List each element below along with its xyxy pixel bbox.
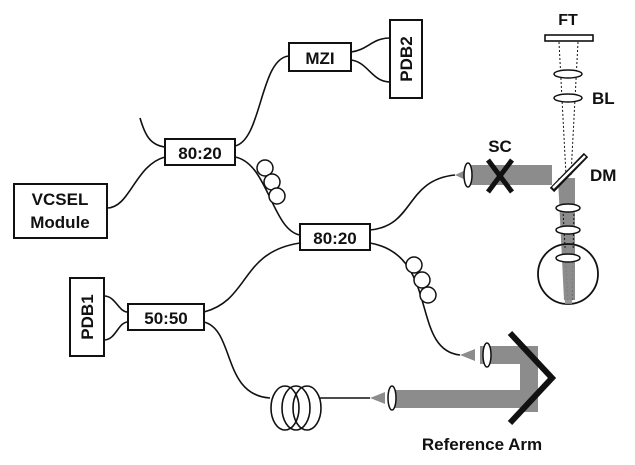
fiber-5050-to-pdb1-a — [103, 295, 129, 313]
coupler-mid-box — [299, 223, 371, 251]
vcsel-label-line1: VCSEL — [32, 190, 89, 209]
fiber-mzi-to-pdb2-b — [350, 59, 391, 83]
bl-lens-upper — [553, 69, 583, 79]
vcsel-module-box — [13, 183, 108, 239]
sc-label: SC — [488, 137, 512, 156]
polarization-controller-top[interactable] — [256, 159, 286, 205]
coupler-top-box — [164, 138, 236, 166]
coupler-mid-label: 80:20 — [313, 229, 356, 248]
eye-icon — [537, 243, 599, 305]
fiber-vcsel-to-coupler — [106, 156, 166, 209]
dm-label: DM — [590, 166, 616, 185]
scanner-x-icon — [486, 158, 514, 194]
pdb1-label: PDB1 — [78, 294, 97, 339]
eye-path-lens-2 — [555, 225, 581, 235]
coupler-5050-box — [127, 303, 205, 331]
fiber-5050-to-coil — [203, 321, 271, 399]
vcsel-label-line2: Module — [30, 213, 90, 232]
reference-collimator-lens — [482, 342, 492, 368]
mzi-label: MZI — [305, 49, 334, 68]
pdb2-label: PDB2 — [397, 36, 416, 81]
pdb1-box — [69, 277, 105, 357]
sample-collimator-lens — [463, 162, 473, 188]
mzi-box — [288, 42, 352, 72]
fiber-lines — [103, 37, 461, 399]
fiber-coupler-to-5050 — [203, 242, 301, 313]
fiber-to-sample-arm — [369, 174, 456, 231]
sample-arm-beam — [455, 41, 579, 303]
reference-retroreflector — [507, 330, 557, 426]
bl-label: BL — [592, 89, 615, 108]
coil-collimator-lens — [387, 385, 397, 411]
fiber-top-coupler-open-end — [139, 117, 166, 148]
bl-lens-lower — [553, 93, 583, 103]
dichroic-mirror — [549, 152, 589, 193]
polarization-controller-bottom[interactable] — [405, 256, 437, 304]
coupler-top-label: 80:20 — [178, 144, 221, 163]
ft-label: FT — [558, 12, 578, 29]
pdb2-box — [389, 19, 423, 99]
coupler-5050-label: 50:50 — [144, 309, 187, 328]
fiber-5050-to-pdb1-b — [103, 321, 129, 341]
fiber-coil — [270, 385, 322, 431]
ft-plate — [544, 34, 594, 42]
fiber-mzi-to-pdb2-a — [350, 37, 391, 53]
eye-path-lens-1 — [555, 203, 581, 213]
reference-arm-label: Reference Arm — [422, 435, 542, 454]
fiber-coupler-to-mzi — [234, 55, 290, 147]
